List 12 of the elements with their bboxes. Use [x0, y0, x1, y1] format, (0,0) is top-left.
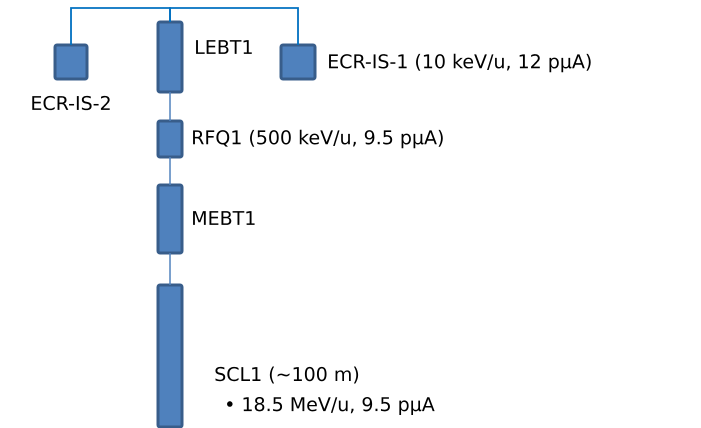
block-label: • 18.5 MeV/u, 9.5 pμA — [227, 396, 435, 416]
connector-line — [70, 7, 171, 45]
block-label: RFQ1 (500 keV/u, 9.5 pμA) — [193, 130, 443, 148]
block-label: LEBT1 — [196, 40, 252, 54]
connector-line — [169, 157, 171, 185]
connector-line — [169, 7, 299, 45]
block-label: ECR-IS-2 — [32, 96, 110, 110]
block-label: ECR-IS-1 (10 keV/u, 12 pμA) — [329, 54, 591, 72]
connector-line — [169, 253, 171, 285]
connector-line — [169, 92, 171, 121]
block-label: MEBT1 — [193, 211, 255, 225]
block-label: SCL1 (~100 m) — [215, 366, 358, 384]
